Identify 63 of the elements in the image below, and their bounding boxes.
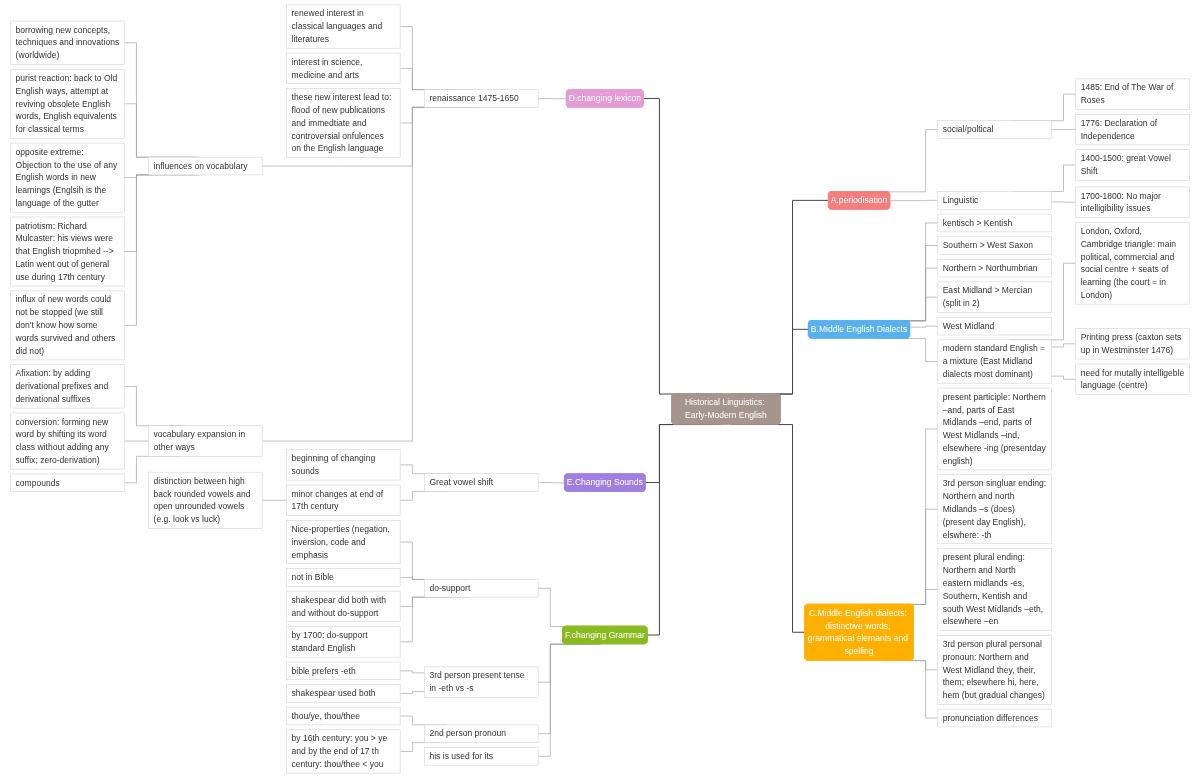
connector [399,577,426,580]
node-box: distinction between high back rounded vowels and open unrounded vowels (e.g. look vs luck) [148,471,263,529]
node-box: influx of new words could not be stopped (we still don't know how some words survived and others did not) [10,290,125,361]
node-box: present participle: Northern –and, parts of East Midlands –end, parts of West Midlands –ind, elsewhere -ing (presentday english) [937,387,1052,471]
node-box: shakespear did both with and without do-support [286,590,401,623]
node-box: these new interest lead to: flood of new publications and immedtiate and controversial onfulences on the English language [286,88,401,158]
connector [909,325,939,328]
node-box: opposite extreme: Objection to the use of any English words in new learnings (Englsih is the language of the gutter [10,142,125,213]
connector [399,691,425,694]
node-box: East Midland > Mercian (split in 2) [937,281,1052,313]
connector [1051,343,1077,348]
node-box: patriotism: Richard Mulcaster: his views were that English triopmhed --> Latin went out of general use during 17th century [10,216,125,287]
node-box: Linguistic [937,191,1052,210]
connector [123,440,149,442]
node-box: Northern > Northumbrian [937,258,1052,278]
node-box: kentisch > Kentish [937,213,1052,233]
node-box: West Midland [937,316,1052,336]
node-box: his is used for its [424,747,539,766]
node-box: renewed interest in classical languages and literatures [286,4,401,49]
node-box: 2nd person pronoun [424,724,539,743]
node-box: London, Oxford, Cambridge triangle: main political, commercial and social centre + seats of learning (the court = in London) [1075,222,1190,305]
node-box: shakespear used both [286,684,401,703]
node-box: 1776: Declaration of Independence [1075,114,1190,146]
node-box: 3rd person plural personal pronoun: Northern and West Midland they, their, them; elsewhere hi, here, hem (but gradual changes) [937,635,1052,705]
node-box: bible prefers -eth [286,661,401,681]
node-box: compounds [10,473,125,492]
node-box: do-support [424,579,539,598]
node-box: minor changes at end of 17th century [286,484,401,516]
node-box: 1700-1800: No major intelligibility issues [1075,186,1190,218]
node-box: thou/ye, thou/thee [286,706,401,726]
node-box: 3rd person present tense in -eth vs -s [424,666,539,698]
node-box: 1485: End of The War of Roses [1075,78,1190,110]
node-box: by 1700: do-support standard English [286,626,401,658]
node-box: Southern > West Saxon [937,236,1052,255]
node-box: present plural ending: Northern and North eastern midlands -es, Southern, Kentish and south West Midlands –eth, elsewhere –en [937,548,1052,631]
node-box: borrowing new concepts, techniques and innovations (worldwide) [10,20,125,65]
connector [889,200,939,201]
node-box: pronunciation differences [937,708,1052,728]
node-box: by 16th century: you > ye and by the end of 17 th century: thou/thee < you [286,729,401,774]
node-box: influences on vocabulary [148,156,263,176]
connector [399,670,425,674]
node-box: 3rd person singluar ending: Northern and north Midlands –s (does) (present day English), elswhere: -th [937,474,1052,545]
connector [1051,129,1077,130]
connector [261,499,287,501]
node-box: modern standard English = a mixture (East Midland dialects most dominant) [937,339,1052,384]
connector [537,482,566,484]
node-box: not in Bible [286,568,401,587]
connector [1051,375,1077,380]
node-box: conversion: forming new word by shifting its word class without adding any suffix; zero-derivation) [10,412,125,470]
node-box: beginning of changing sounds [286,449,401,481]
connector [1051,201,1077,203]
node-box: Afixation: by adding derivational prefixes and derivational suffixes [10,364,125,409]
node-box: interest in science, medicine and arts [286,52,401,84]
node-box: Nice-properties (negation, inversion, code and emphasis [286,520,401,565]
node-box: Great vowel shift [424,473,539,492]
node-box: Printing press (caxton sets up in Westminster 1476) [1075,328,1190,360]
node-box: need for mutally intelligeble language (centre) [1075,363,1190,395]
node-box: purist reaction: back to Old English ways, attempt at reviving obsolete English words, English equivalents for classical terms [10,68,125,139]
node-box: 1400-1500: great Vowel Shift [1075,149,1190,181]
node-box: social/poltical [937,120,1052,139]
node-box: vocabulary expansion in other ways [148,425,263,457]
node-box: renaissance 1475-1650 [424,89,539,108]
connector [537,98,567,100]
